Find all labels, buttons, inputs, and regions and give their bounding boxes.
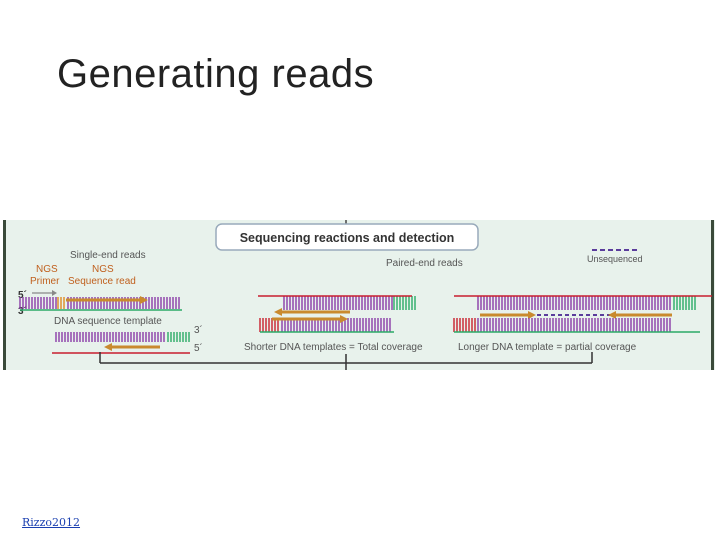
figure-right-border — [711, 220, 714, 370]
shorter-bottom-read-head — [340, 315, 348, 323]
five-prime-label-b: 5´ — [194, 342, 203, 354]
sequencing-diagram: Sequencing reactions and detection Singl… — [3, 220, 715, 370]
figure-left-border — [3, 220, 6, 370]
header-label: Sequencing reactions and detection — [240, 231, 455, 245]
longer-left-read-head — [528, 311, 536, 319]
longer-caption: Longer DNA template = partial coverage — [458, 342, 637, 353]
primer-arrow-head — [52, 290, 57, 296]
citation-link[interactable]: Rizzo2012 — [22, 516, 81, 529]
shorter-top-read-head — [274, 308, 282, 316]
single-end-heading: Single-end reads — [70, 250, 146, 261]
paired-end-heading: Paired-end reads — [386, 258, 463, 269]
page-title: Generating reads — [57, 52, 375, 96]
ngs-primer-label-1: NGS — [36, 264, 58, 275]
template-label: DNA sequence template — [54, 316, 162, 327]
three-prime-label: 3´ — [18, 306, 27, 317]
longer-template-bottom — [453, 318, 671, 332]
five-prime-label: 5´ — [18, 290, 27, 301]
shorter-caption: Shorter DNA templates = Total coverage — [244, 342, 423, 353]
single-end-bottom-strand — [55, 332, 190, 342]
ngs-seq-label-1: NGS — [92, 264, 114, 275]
longer-template-top — [477, 296, 696, 310]
three-prime-label-b: 3´ — [194, 324, 203, 336]
header-box — [215, 223, 479, 251]
single-end-bottom-read-head — [104, 343, 112, 351]
ngs-primer-label-2: Primer — [30, 276, 60, 287]
single-end-read-arrow-head — [140, 296, 148, 304]
shorter-template-top — [283, 296, 416, 310]
unsequenced-label: Unsequenced — [587, 254, 643, 264]
ngs-seq-label-2: Sequence read — [68, 276, 136, 287]
longer-right-read-head — [608, 311, 616, 319]
